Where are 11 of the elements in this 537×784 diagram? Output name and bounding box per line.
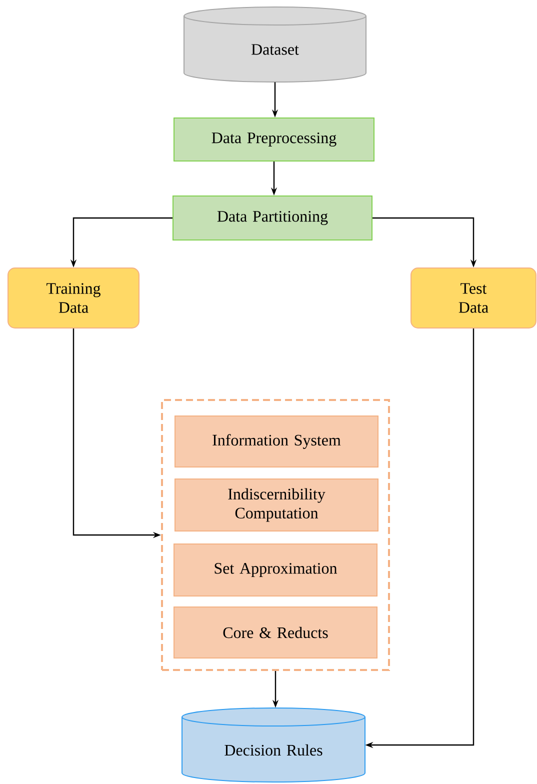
dashed-group-box: [161, 399, 390, 671]
database-cylinder: Dataset: [184, 6, 366, 82]
process-box: Data Partitioning: [172, 196, 372, 240]
process-box: Data Preprocessing: [174, 118, 374, 162]
process-box: Set Approximation: [174, 544, 378, 596]
process-box: Information System: [174, 416, 378, 468]
process-box: Test Data: [410, 268, 536, 328]
process-box: Training Data: [8, 268, 140, 328]
process-box: Core & Reducts: [174, 606, 378, 658]
database-cylinder: Decision Rules: [182, 708, 366, 782]
process-box: Indiscernibility Computation: [174, 478, 378, 532]
